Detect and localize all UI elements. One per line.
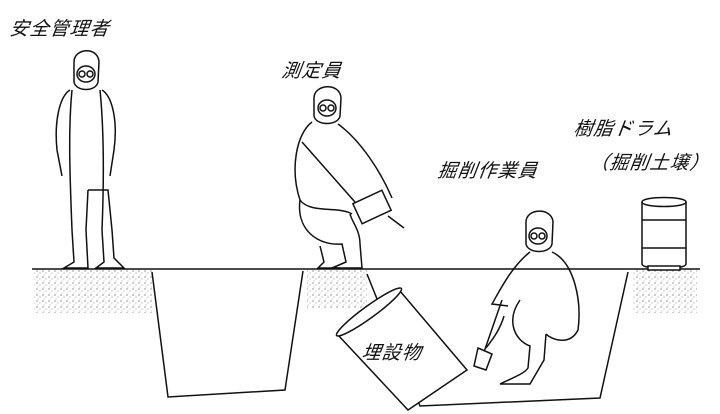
safety-manager-figure	[55, 50, 126, 269]
label-measurer: 測定員	[280, 60, 344, 82]
measuring-instrument-icon	[351, 189, 405, 229]
label-buried-object: 埋設物	[360, 342, 424, 364]
label-excavation-worker: 掘削作業員	[436, 160, 540, 182]
measurer-figure	[294, 86, 405, 269]
label-excavated-soil: （掘削土壌）	[588, 152, 712, 174]
excavation-worker-figure	[473, 210, 580, 385]
label-safety-manager: 安全管理者	[8, 18, 112, 40]
soil-texture	[34, 270, 697, 313]
gas-mask-icon	[317, 99, 337, 117]
buried-object	[335, 287, 469, 411]
label-resin-drum: 樹脂ドラム	[572, 118, 675, 140]
gas-mask-icon	[76, 65, 96, 83]
resin-drum-icon	[641, 196, 687, 271]
gas-mask-icon	[528, 227, 548, 245]
shovel-icon	[473, 299, 503, 371]
excavation-pit-left	[151, 270, 304, 398]
